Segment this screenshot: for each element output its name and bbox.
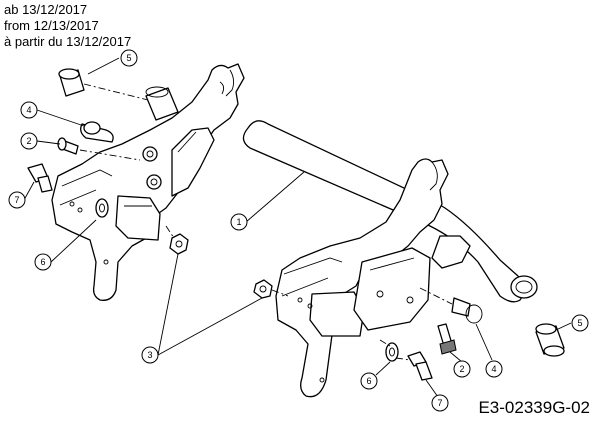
callout-label: 1 xyxy=(236,217,241,227)
effective-date-header: ab 13/12/2017 from 12/13/2017 à partir d… xyxy=(4,2,131,50)
nut-right xyxy=(253,279,289,299)
callout-2-top: 2 xyxy=(20,132,38,150)
washer-left xyxy=(95,198,109,218)
bushing-right xyxy=(535,323,565,357)
callout-label: 7 xyxy=(437,398,442,408)
callout-7-top: 7 xyxy=(8,191,26,209)
screw-right xyxy=(437,323,457,355)
callout-label: 2 xyxy=(459,364,464,374)
screw-top xyxy=(57,137,141,161)
callout-5-right: 5 xyxy=(571,314,589,332)
leader-lines xyxy=(23,57,572,398)
callout-6-bottom: 6 xyxy=(360,372,378,390)
left-bracket xyxy=(51,63,245,301)
bolt-top xyxy=(27,163,53,193)
drawing-reference-code: E3-02339G-02 xyxy=(478,398,590,417)
callout-label: 2 xyxy=(26,136,31,146)
callout-2-right: 2 xyxy=(453,360,471,378)
date-line-french: à partir du 13/12/2017 xyxy=(4,34,132,49)
callout-label: 5 xyxy=(577,318,582,328)
right-bracket xyxy=(275,158,471,398)
callout-4-top: 4 xyxy=(20,101,38,119)
callout-5-top: 5 xyxy=(120,49,138,67)
callout-label: 4 xyxy=(26,105,31,115)
callout-6-left: 6 xyxy=(34,253,52,271)
nut-left xyxy=(165,225,189,255)
callout-label: 6 xyxy=(40,257,45,267)
pin-top xyxy=(80,121,114,143)
callout-label: 6 xyxy=(366,376,371,386)
date-line-english: from 12/13/2017 xyxy=(4,18,99,33)
bolt-bottom xyxy=(395,351,433,381)
callout-label: 3 xyxy=(147,350,152,360)
callout-label: 5 xyxy=(126,53,131,63)
callout-3: 3 xyxy=(141,346,159,364)
bushing-top xyxy=(58,68,179,121)
callout-1: 1 xyxy=(230,213,248,231)
callout-4-right: 4 xyxy=(485,360,503,378)
callout-7-bottom: 7 xyxy=(431,394,449,412)
date-line-german: ab 13/12/2017 xyxy=(4,2,88,17)
callout-label: 7 xyxy=(14,195,19,205)
callout-label: 4 xyxy=(491,364,496,374)
pin-right xyxy=(419,287,483,324)
washer-bottom xyxy=(379,339,399,362)
